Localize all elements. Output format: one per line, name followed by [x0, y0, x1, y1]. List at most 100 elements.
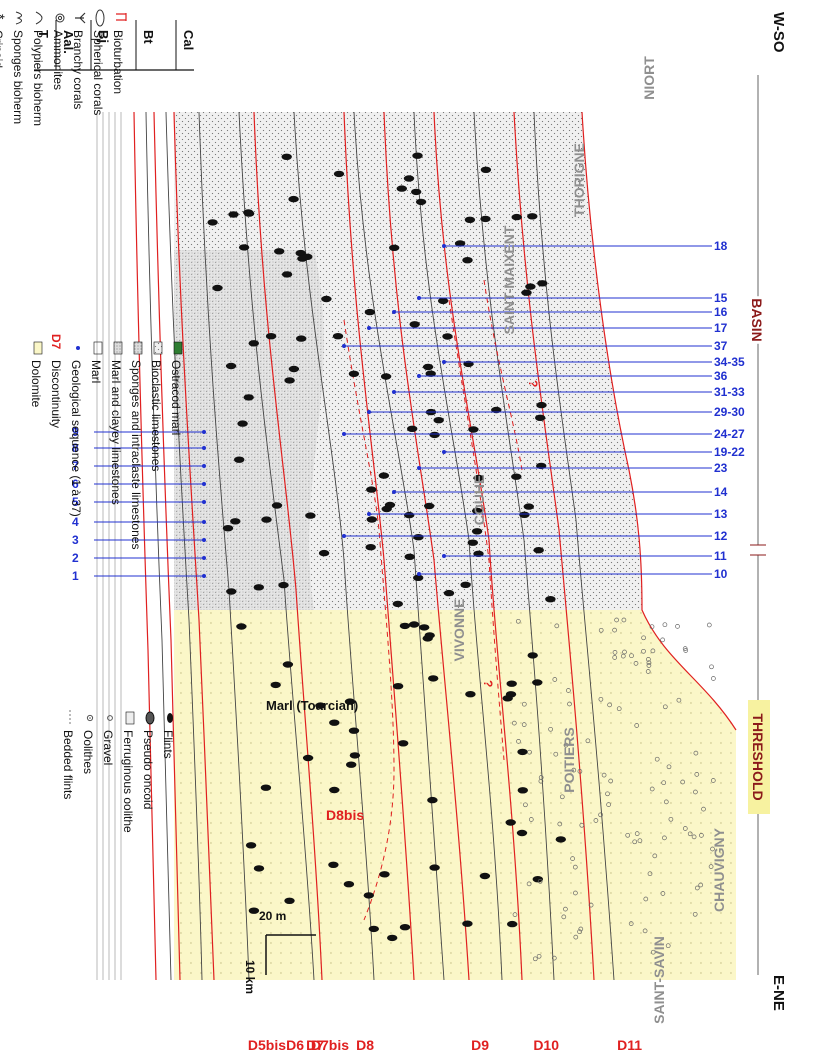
flint-mark [226, 363, 236, 369]
flint-mark [254, 865, 264, 871]
sequence-label-top: 16 [714, 305, 728, 319]
legend-label: Ostracod marl [169, 360, 183, 435]
bioturbation-icon [116, 13, 126, 21]
d8bis-label: D8bis [326, 807, 364, 823]
flint-mark [329, 720, 339, 726]
flint-mark [328, 862, 338, 868]
flint-mark [518, 787, 528, 793]
sequence-dot [442, 554, 446, 558]
legend-label: Ammonites [51, 30, 65, 90]
discontinuity-legend-code: D7 [49, 334, 63, 350]
flint-mark [511, 474, 521, 480]
sequence-dot [202, 520, 206, 524]
flint-mark [261, 785, 271, 791]
legend-label: Discontinuity [49, 360, 63, 428]
flint-mark [507, 921, 517, 927]
gravel-mark [707, 623, 711, 627]
sequence-dot [202, 464, 206, 468]
sequence-dot [442, 450, 446, 454]
spherical-coral-icon [96, 10, 104, 26]
legend-label: Gravel [101, 730, 115, 765]
flint-mark [350, 752, 360, 758]
flint-mark [333, 333, 343, 339]
gravel-mark [710, 665, 714, 669]
flint-mark [284, 898, 294, 904]
flint-mark [528, 652, 538, 658]
crinoid-icon: * [0, 14, 8, 20]
sequence-dot [442, 360, 446, 364]
flint-mark [271, 682, 281, 688]
sequence-label-top: 31-33 [714, 385, 745, 399]
flint-icon [167, 713, 173, 723]
discontinuity-label: D9 [471, 1037, 489, 1053]
sponge-limestone-fill [174, 250, 324, 610]
sequence-dot [202, 574, 206, 578]
polypier-bioherm-icon [36, 12, 42, 24]
flint-mark [503, 695, 513, 701]
flint-mark [521, 290, 531, 296]
legend-label: Oolithes [81, 730, 95, 774]
sequence-dot [202, 538, 206, 542]
domain-threshold: THRESHOLD [750, 713, 766, 800]
flint-mark [517, 749, 527, 755]
discontinuity-label: D8 [356, 1037, 374, 1053]
flint-mark [527, 213, 537, 219]
flint-mark [319, 550, 329, 556]
flint-mark [400, 924, 410, 930]
flint-mark [472, 528, 482, 534]
flint-mark [532, 679, 542, 685]
question-mark-2: ? [481, 680, 495, 687]
flint-mark [545, 596, 555, 602]
sequence-label-top: 29-30 [714, 405, 745, 419]
flint-mark [429, 864, 439, 870]
legend-label: Marl [89, 360, 103, 383]
flint-mark [346, 762, 356, 768]
flint-mark [462, 257, 472, 263]
flint-mark [379, 871, 389, 877]
gravel-mark [676, 624, 680, 628]
legend-label: Sponges bioherm [11, 30, 25, 124]
flint-mark [274, 248, 284, 254]
flint-mark [288, 196, 298, 202]
legend-label: Spherical corals [91, 30, 105, 115]
flint-mark [303, 755, 313, 761]
sequence-label-top: 13 [714, 507, 728, 521]
flint-mark [524, 503, 534, 509]
flint-mark [534, 547, 544, 553]
direction-east: E-NE [770, 975, 787, 1011]
marl-basal-fill [94, 112, 124, 980]
sequence-label-top: 14 [714, 485, 728, 499]
sequence-label-top: 15 [714, 291, 728, 305]
sponge-bioherm-icon [16, 12, 22, 24]
locality-label: POITIERS [561, 727, 577, 792]
flint-mark [404, 512, 414, 518]
flint-mark [465, 691, 475, 697]
scale-horizontal: 10 km [243, 960, 257, 994]
flint-mark [536, 402, 546, 408]
flint-mark [379, 472, 389, 478]
sequence-dot [342, 432, 346, 436]
flint-mark [400, 623, 410, 629]
flint-mark [407, 426, 417, 432]
discontinuity-label: D10 [533, 1037, 559, 1053]
flint-mark [507, 681, 517, 687]
flint-mark [385, 502, 395, 508]
legend-label: Branchy corals [71, 30, 85, 109]
flint-mark [416, 199, 426, 205]
locality-label: SAINT-SAVIN [651, 936, 667, 1024]
scale-vertical: 20 m [259, 909, 286, 923]
direction-west: W-SO [770, 12, 787, 53]
domain-basin: BASIN [749, 298, 765, 342]
flint-mark [289, 366, 299, 372]
flint-mark [366, 486, 376, 492]
legend-label: Bedded flints [61, 730, 75, 799]
flint-mark [261, 516, 271, 522]
discontinuity-labels: D11D10D9D8D7bisD7D6D5bis [248, 1037, 642, 1053]
flint-mark [283, 661, 293, 667]
flint-mark [444, 590, 454, 596]
flint-mark [236, 623, 246, 629]
legend: BioturbationSpherical coralsBranchy cora… [0, 10, 183, 833]
sequence-legend-dot [76, 346, 80, 350]
flint-mark [427, 797, 437, 803]
sequence-label-bottom: 4 [72, 515, 79, 529]
